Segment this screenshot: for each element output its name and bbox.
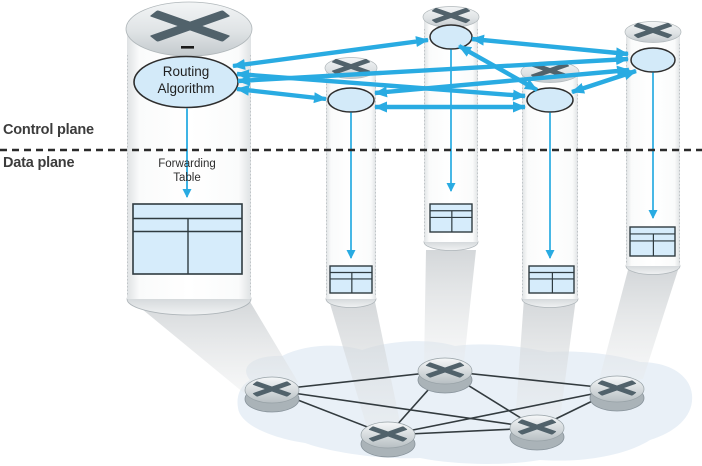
mini-routing-algorithm-ellipse-r2 (429, 24, 473, 50)
funnel-beam-2 (424, 250, 476, 366)
router-cylinder-r3 (520, 61, 580, 308)
router-dash-mark (181, 46, 194, 49)
mini-forwarding-table-r1 (329, 265, 373, 294)
network-link-n0-n1 (271, 370, 446, 391)
control-arrow-r2-r4 (471, 34, 629, 59)
network-link-n2-n4 (387, 388, 618, 436)
router-cylinder-r1 (324, 57, 378, 308)
network-link-n1-n4 (444, 370, 618, 390)
data-plane-label: Data plane (3, 155, 75, 171)
network-router-n1 (417, 357, 473, 394)
small-router-cylinders (324, 6, 682, 308)
mini-routing-algorithm-ellipse-r3 (526, 87, 574, 113)
mini-forwarding-table-r3 (528, 265, 575, 294)
network-routers (244, 357, 645, 458)
router-cylinder-r4 (624, 21, 682, 275)
routing-algorithm-label: Routing Algorithm (157, 64, 215, 96)
network-router-n4 (589, 375, 645, 412)
control-message-arrows (232, 34, 637, 113)
funnel-beam-1 (328, 297, 401, 441)
control-arrow-r1-r4 (374, 65, 630, 98)
mini-forwarding-table-r2 (429, 203, 473, 233)
mini-routing-algorithm-ellipse-r4 (630, 47, 676, 73)
mini-forwarding-table-r4 (629, 226, 676, 257)
network-router-n2 (360, 421, 416, 458)
magnification-beams (131, 250, 678, 441)
forwarding-table-label: Forwarding Table (158, 158, 216, 184)
network-link-n0-n3 (271, 389, 538, 429)
network-router-n0 (244, 376, 300, 413)
funnel-beam-3 (515, 298, 576, 424)
router-cylinder-r2 (422, 6, 480, 251)
network-router-n3 (509, 414, 565, 451)
forwarding-table (132, 203, 243, 275)
control-arrow-r3-r4 (571, 68, 637, 95)
control-plane-label: Control plane (3, 122, 94, 138)
mini-routing-algorithm-ellipse-r1 (327, 87, 375, 113)
funnel-beam-4 (598, 270, 678, 384)
funnel-beam-0 (131, 300, 298, 398)
